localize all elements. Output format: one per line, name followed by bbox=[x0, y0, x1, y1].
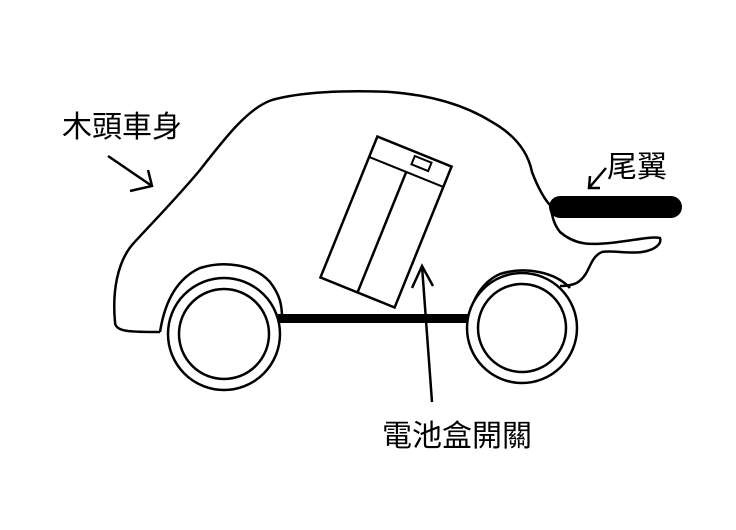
front-wheel-arch bbox=[158, 263, 284, 333]
rear-wheel bbox=[465, 271, 579, 385]
battery-switch-arrow-icon bbox=[410, 263, 435, 403]
spoiler-arrow-icon bbox=[587, 167, 607, 190]
battery-box bbox=[318, 134, 454, 310]
chassis-bar bbox=[278, 314, 468, 323]
wood-body-label: 木頭車身 bbox=[62, 110, 182, 145]
battery-switch-label: 電池盒開關 bbox=[382, 419, 532, 454]
car-body-outline bbox=[113, 90, 662, 334]
front-wheel bbox=[166, 276, 282, 392]
wood-body-arrow-icon bbox=[107, 154, 154, 193]
spoiler-label: 尾翼 bbox=[607, 150, 667, 185]
spoiler-bar bbox=[549, 196, 682, 218]
